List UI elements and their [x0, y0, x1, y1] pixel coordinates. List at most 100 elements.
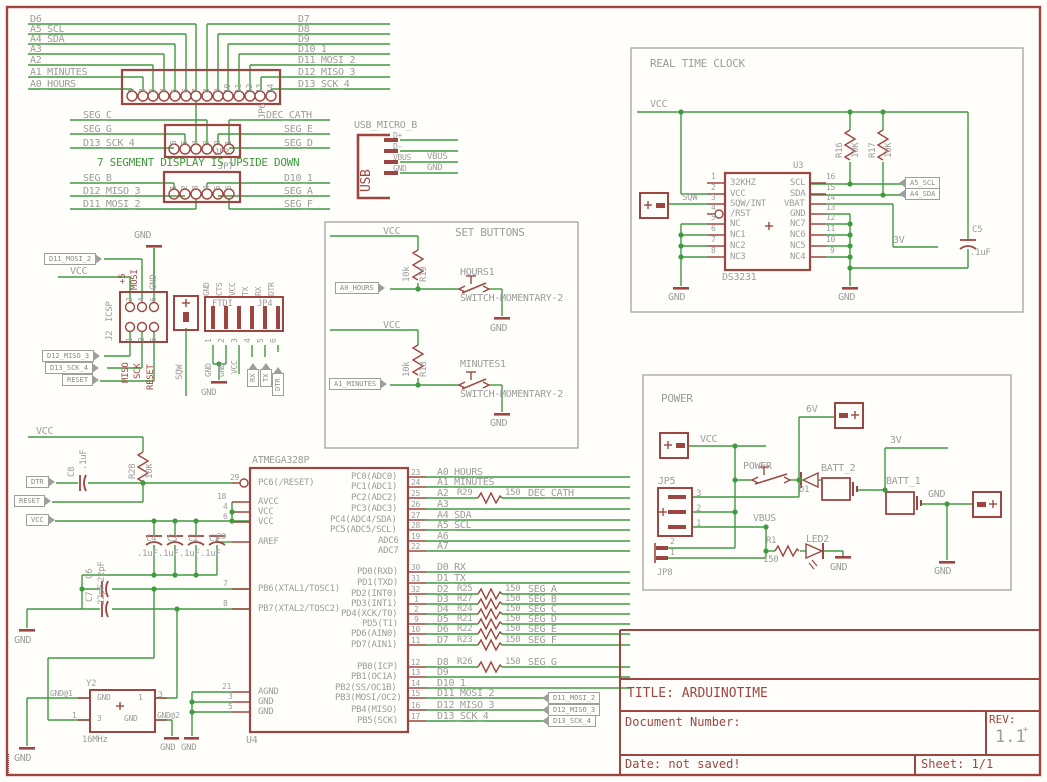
net-flag: A0_HOURS [335, 282, 385, 295]
schematic-label: JP4 [257, 299, 273, 309]
schematic-label: R18 [419, 361, 429, 377]
net-flag: A1_MINUTES [329, 378, 388, 391]
schematic-label: DS3231 [722, 272, 757, 283]
schematic-label: D11_MOSI_2 [437, 688, 495, 699]
schematic-label: D- [393, 142, 403, 151]
schematic-label: GND [181, 743, 197, 753]
schematic-label: 25 [411, 489, 421, 498]
schematic-label: 13 [411, 668, 421, 677]
schematic-label: GND [14, 635, 32, 646]
title-block-title: TITLE: ARDUINOTIME [627, 686, 768, 701]
schematic-label: PC3(ADC3) [351, 504, 398, 514]
schematic-label: R26 [457, 657, 473, 667]
schematic-label: ADC6 [378, 536, 399, 546]
schematic-label: 15 [411, 689, 421, 698]
schematic-label: SEG_G [528, 657, 557, 668]
schematic-label: MISO [121, 362, 131, 383]
schematic-label: GND@1 [50, 689, 73, 698]
schematic-label: SQW [682, 193, 698, 203]
schematic-label: GND [97, 693, 111, 702]
schematic-label: ADC7 [378, 546, 399, 556]
schematic-label: GND [124, 714, 138, 723]
schematic-label: 3V [890, 435, 902, 446]
schematic-label: A0_HOURS [30, 79, 76, 90]
net-flag: DTR [272, 367, 285, 396]
schematic-label: MOSI [130, 269, 140, 290]
schematic-label: 22 [411, 542, 421, 551]
schematic-label: R29 [457, 488, 473, 498]
schematic-label: PD4(XCK/T0) [341, 609, 398, 619]
schematic-label: D8 [437, 657, 449, 668]
schematic-label: PB4(MISO) [351, 705, 398, 715]
schematic-label: NC1 [730, 230, 746, 240]
schematic-label: 3 [711, 193, 716, 202]
schematic-label: BATT_1 [886, 476, 921, 487]
schematic-label: POWER [743, 461, 772, 472]
schematic-label: D12_MISO_3 [83, 186, 141, 197]
net-flag: DTR [26, 476, 55, 489]
schematic-label: 4 [202, 185, 211, 190]
schematic-label: 6 [711, 224, 716, 233]
schematic-label: 5 [170, 88, 179, 93]
schematic-label: R24 [457, 604, 473, 614]
schematic-label: PD3(INT1) [351, 599, 398, 609]
schematic-label: 3 [202, 140, 211, 145]
schematic-label: 22pF [97, 561, 107, 582]
schematic-label: VCC [383, 320, 401, 331]
sheet-corner-mark [8, 754, 27, 775]
schematic-label: 26 [411, 500, 421, 509]
schematic-label: 6 [149, 297, 158, 302]
schematic-label: USB_MICRO_B [354, 120, 417, 131]
schematic-label: 15 [826, 183, 836, 192]
schematic-label: 4 [137, 297, 146, 302]
schematic-label: JP8 [657, 568, 673, 578]
schematic-label: A3 [437, 499, 449, 510]
schematic-label: MINUTES1 [460, 359, 506, 370]
schematic-label: SEG_D [528, 614, 557, 625]
schematic-label: 1 [72, 711, 77, 720]
schematic-label: 6 [223, 512, 228, 521]
schematic-label: R1 [766, 536, 777, 546]
schematic-label: 3 [230, 338, 239, 343]
schematic-label: NC6 [790, 230, 806, 240]
schematic-label: R21 [457, 614, 473, 624]
schematic-label: PB6(XTAL1/TOSC1) [258, 584, 340, 594]
title-block-document-number: Document Number: [625, 715, 741, 729]
schematic-label: 32KHZ [730, 178, 756, 188]
net-flag: VCC [26, 514, 55, 527]
schematic-label: 22pF [97, 584, 107, 605]
schematic-label: DTR [267, 282, 276, 296]
schematic-label: D9 [437, 667, 449, 678]
schematic-label: A1_MINUTES [30, 67, 88, 78]
schematic-label: D4 [437, 604, 449, 615]
schematic-label: VCC [258, 517, 274, 527]
schematic-label: SEG_A [284, 186, 313, 197]
schematic-label: A6 [437, 531, 449, 542]
schematic-label: 6 [224, 185, 233, 190]
schematic-label: 20 [217, 532, 227, 541]
title-block-rev-value: 1.1 [995, 727, 1026, 747]
schematic-label: VCC [70, 266, 88, 277]
schematic-label: SEG_C [83, 110, 112, 121]
schematic-label: GND [668, 292, 686, 303]
schematic-label: PB0(ICP) [357, 662, 398, 672]
schematic-label: U3 [793, 161, 804, 171]
schematic-label: D0_RX [437, 562, 466, 573]
schematic-label: RESET [146, 364, 156, 390]
schematic-label: 28 [411, 521, 421, 530]
net-flag: TX [260, 362, 273, 387]
schematic-label: J2 [105, 330, 115, 341]
schematic-label: D10_1 [437, 678, 466, 689]
schematic-label: A1_MINUTES [437, 477, 495, 488]
schematic-label: C1 [209, 534, 220, 544]
schematic-label: A5_SCL [30, 24, 65, 35]
schematic-label: 29 [230, 473, 240, 482]
schematic-label: D7 [298, 14, 310, 25]
schematic-label: 17 [411, 712, 421, 721]
schematic-label: SWITCH-MOMENTARY-2 [460, 293, 563, 304]
schematic-label: JP3 [214, 148, 230, 158]
schematic-label: VCC [650, 99, 668, 110]
schematic-label: TX [241, 286, 250, 296]
schematic-label: A0_HOURS [437, 467, 483, 478]
schematic-label: SEG_E [284, 124, 313, 135]
